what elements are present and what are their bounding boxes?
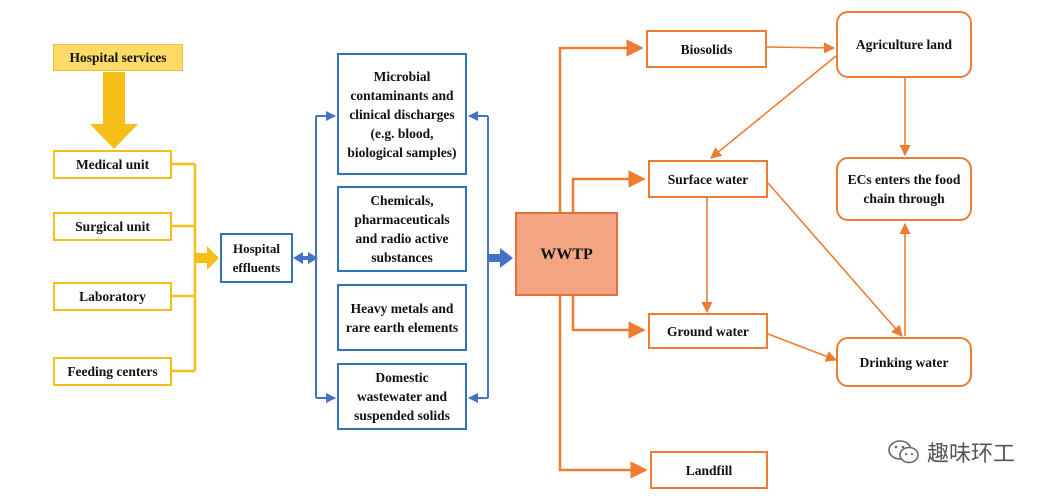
watermark-text: 趣味环工 [926,442,1015,467]
ecs-food-chain-box: ECs enters the food chain through [836,157,972,221]
wechat-icon [887,439,921,465]
blue-arrow-to-wwtp [488,248,513,268]
microbial-contaminants-box: Microbial contaminants and clinical disc… [337,53,467,175]
drinking-water-box: Drinking water [836,337,972,387]
landfill-box: Landfill [650,451,768,489]
wwtp-box: WWTP [515,212,618,296]
yellow-bracket [172,162,197,373]
laboratory-box: Laboratory [53,282,172,311]
hospital-effluents-box: Hospital effluents [220,233,293,283]
domestic-wastewater-box: Domestic wastewater and suspended solids [337,363,467,430]
surgical-unit-box: Surgical unit [53,212,172,241]
hospital-services-box: Hospital services [53,44,183,71]
orange-connectors [558,39,648,479]
blue-double-arrow [293,252,318,264]
orange-thin-connectors [701,42,911,362]
chemicals-box: Chemicals, pharmaceuticals and radio act… [337,186,467,272]
big-down-arrow [90,72,138,149]
surface-water-box: Surface water [648,160,768,198]
agriculture-land-box: Agriculture land [836,11,972,78]
blue-right-bracket [468,111,489,403]
medical-unit-box: Medical unit [53,150,172,179]
blue-left-bracket [315,111,336,403]
watermark: 趣味环工 [887,436,1015,468]
feeding-centers-box: Feeding centers [53,357,172,386]
ground-water-box: Ground water [648,313,768,349]
yellow-arrow-to-effluents [195,246,219,270]
heavy-metals-box: Heavy metals and rare earth elements [337,284,467,351]
biosolids-box: Biosolids [646,30,767,68]
